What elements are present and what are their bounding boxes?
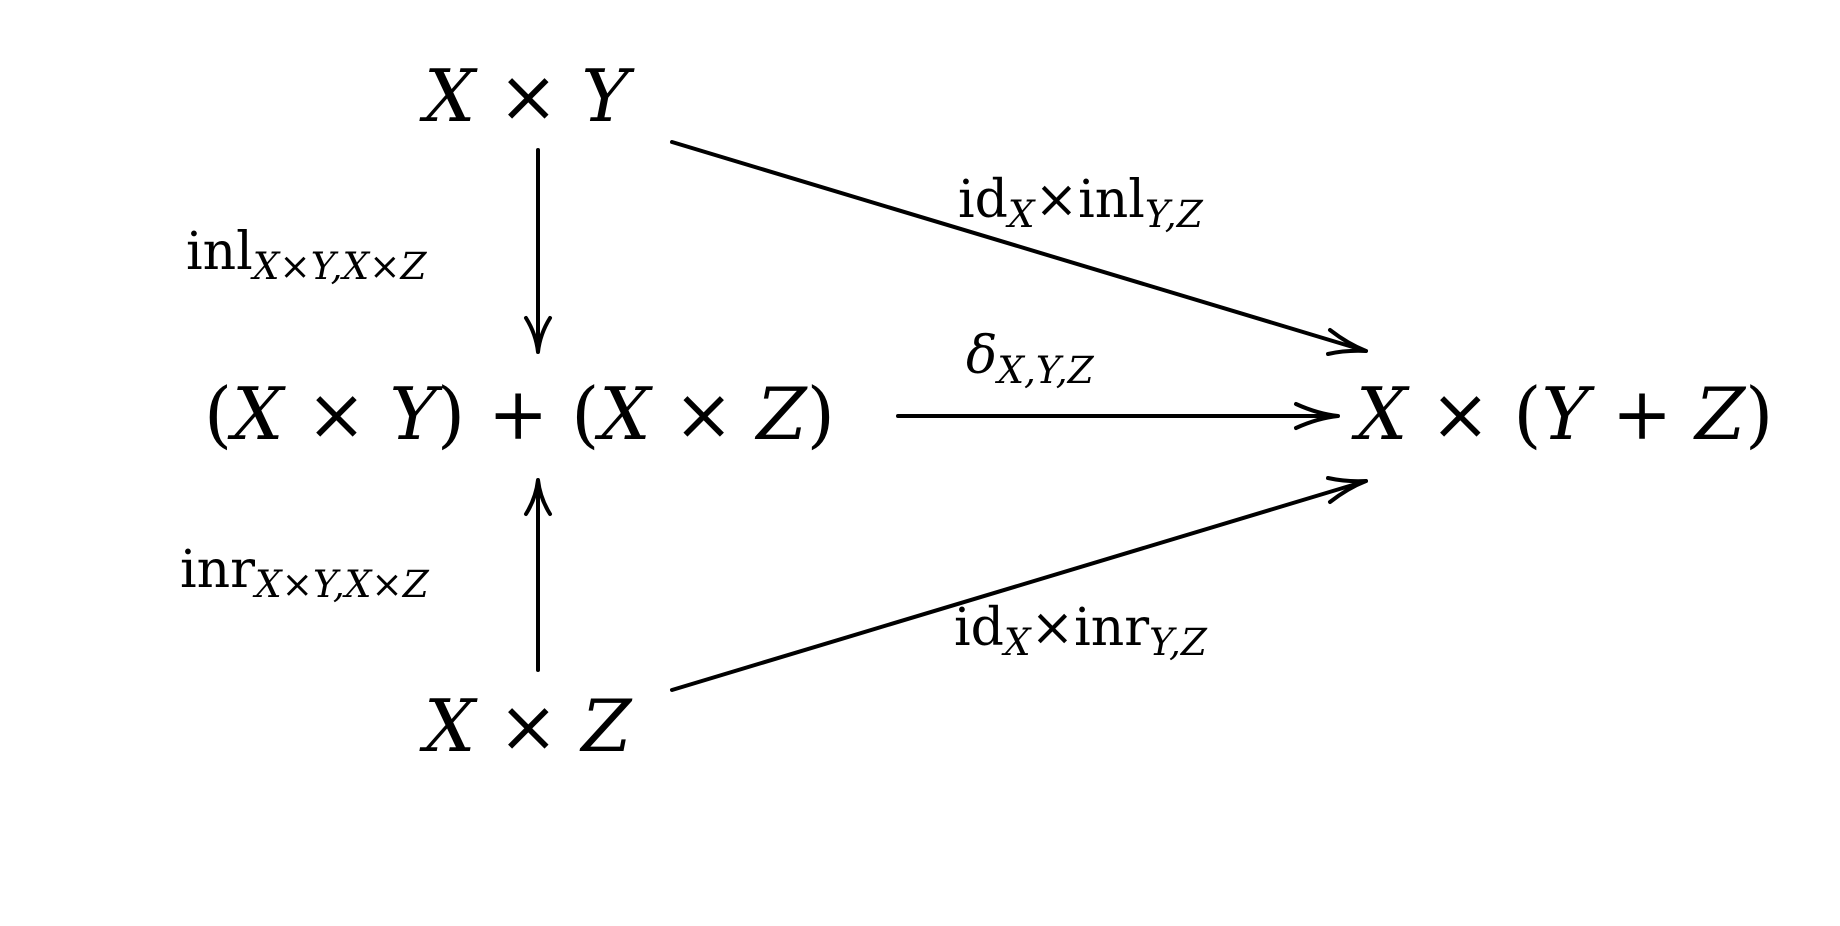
label-lower-diagonal: idX×inrY,Z (954, 602, 1207, 661)
label-delta: δX,Y,Z (966, 330, 1094, 389)
label-upper-times: × (1034, 170, 1079, 230)
label-inr-subscript: X×Y,X×Z (254, 562, 429, 607)
arrow-lower-diagonal (670, 476, 1368, 692)
label-upper-subscript: Y,Z (1144, 192, 1203, 237)
node-middle-left: (X × Y) + (X × Z) (204, 372, 835, 456)
arrow-delta (896, 402, 1340, 430)
label-lower-subscript: Y,Z (1149, 620, 1207, 665)
label-lower-id-sub: X (1003, 620, 1031, 665)
label-delta-subscript: X,Y,Z (997, 348, 1094, 393)
arrow-inl (524, 148, 552, 354)
label-upper-id-sub: X (1007, 192, 1035, 237)
node-top: X × Y (424, 54, 629, 138)
label-delta-name: δ (966, 326, 998, 386)
arrow-upper-diagonal (670, 140, 1368, 356)
label-lower-times: × (1030, 598, 1075, 658)
arrow-inr (524, 478, 552, 672)
label-lower-id: id (954, 598, 1004, 658)
label-upper-id: id (958, 170, 1008, 230)
label-inr: inrX×Y,X×Z (180, 544, 429, 603)
label-upper-name: inl (1078, 170, 1145, 230)
label-inl-subscript: X×Y,X×Z (252, 244, 427, 289)
label-inl: inlX×Y,X×Z (186, 226, 427, 285)
label-lower-name: inr (1074, 598, 1150, 658)
label-upper-diagonal: idX×inlY,Z (958, 174, 1203, 233)
node-right: X × (Y + Z) (1356, 372, 1774, 456)
label-inl-name: inl (186, 222, 253, 282)
node-bottom: X × Z (424, 684, 632, 768)
label-inr-name: inr (180, 540, 255, 600)
